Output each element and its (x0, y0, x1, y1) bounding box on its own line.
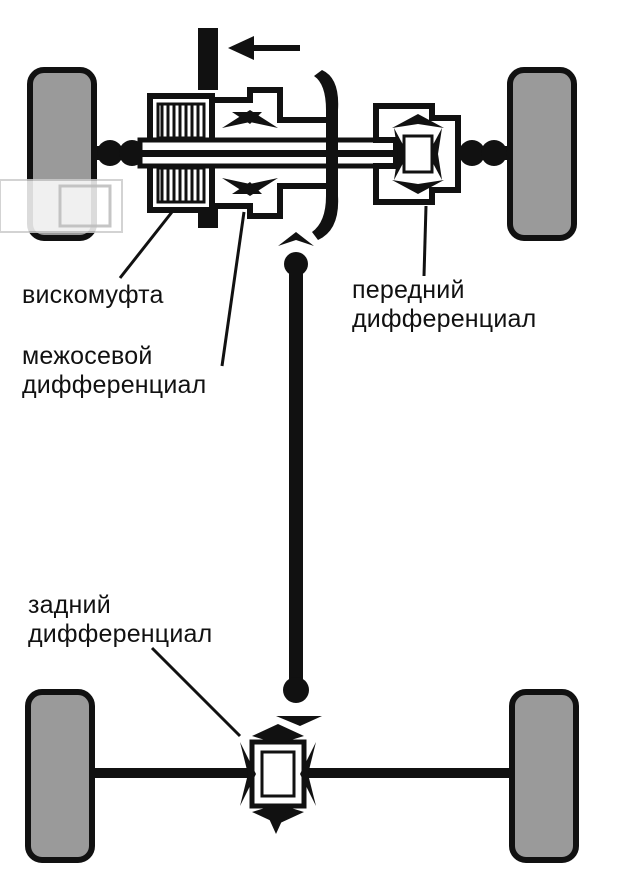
propeller-shaft (289, 264, 303, 692)
transfer-ring-gear (312, 70, 339, 240)
label-front-diff-line2: дифференциал (352, 305, 537, 333)
rear-axle-left (92, 768, 252, 778)
label-viscous-coupling-text: вискомуфта (22, 281, 164, 309)
propeller-rear-joint (283, 677, 309, 703)
label-front-diff-line1: передний (352, 276, 465, 304)
input-arrow (228, 36, 300, 60)
label-center-differential: межосевой дифференциал (22, 342, 206, 400)
front-axle-shaft-inner (140, 150, 458, 157)
front-differential (373, 103, 461, 205)
leader-center-diff (220, 211, 246, 367)
label-center-diff-line2: дифференциал (22, 371, 207, 399)
rear-left-wheel (25, 689, 95, 863)
rear-axle-right (304, 768, 512, 778)
front-right-wheel (507, 67, 577, 241)
label-center-diff-line1: межосевой (22, 342, 153, 370)
label-viscous-coupling: вискомуфта (22, 281, 164, 310)
label-rear-diff-line1: задний (28, 591, 111, 619)
input-gear-upper (198, 28, 218, 90)
rear-right-wheel (509, 689, 579, 863)
front-right-halfshaft (458, 140, 510, 166)
leader-rear-diff (150, 646, 242, 738)
label-front-differential: передний дифференциал (352, 276, 536, 334)
wheel-overlay-slot (58, 184, 112, 228)
label-rear-diff-line2: дифференциал (28, 620, 213, 648)
leader-front-diff (422, 205, 428, 277)
rear-differential (240, 716, 322, 834)
label-rear-differential: задний дифференциал (28, 591, 212, 649)
leader-viscous (118, 211, 174, 279)
